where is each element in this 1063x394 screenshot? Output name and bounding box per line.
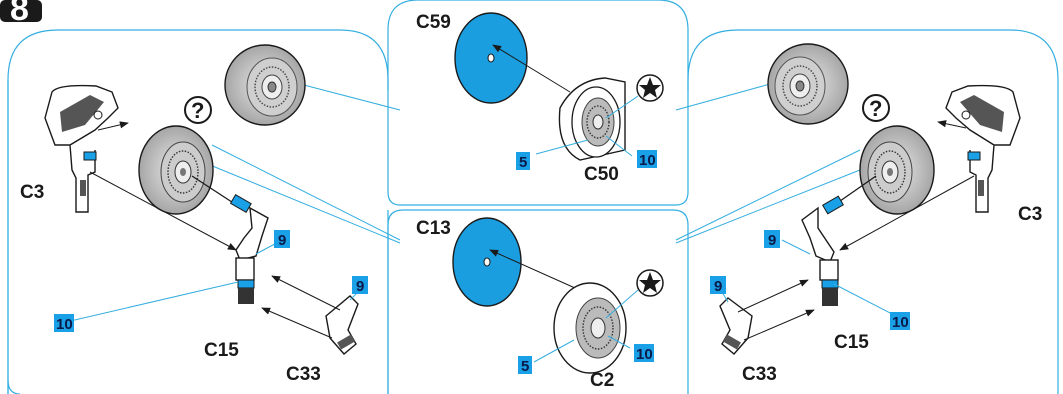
- star-icon: [636, 269, 664, 297]
- badge: 10: [637, 150, 657, 169]
- left-panel-frame-right: [7, 80, 389, 394]
- left-panel-frame: [7, 29, 389, 394]
- label-c59: C59: [416, 12, 451, 33]
- grey-disc: [859, 125, 935, 215]
- svg-text:5: 5: [521, 358, 529, 375]
- label-c15: C15: [834, 332, 869, 353]
- top-center-frame: [387, 0, 689, 206]
- question-icon: [184, 96, 212, 124]
- badge: 9: [764, 230, 780, 249]
- badge: 9: [274, 230, 290, 249]
- left-panel: ?: [20, 44, 368, 385]
- step-number: 8: [10, 0, 29, 28]
- question-icon: [862, 94, 890, 122]
- svg-text:10: 10: [639, 152, 656, 169]
- arrow: [743, 309, 815, 341]
- label-c13: C13: [416, 218, 451, 239]
- question-text: ?: [191, 98, 204, 123]
- lead-line: [675, 83, 771, 111]
- lead-line: [605, 95, 639, 119]
- lead-line: [211, 144, 401, 241]
- svg-text:5: 5: [519, 154, 527, 171]
- top-center-panel: 5 10 C59 C50: [416, 12, 664, 185]
- clip-c33: [325, 295, 359, 355]
- arrow: [271, 275, 341, 311]
- lead-line: [535, 139, 589, 155]
- label-c3: C3: [20, 182, 44, 203]
- question-disc: [767, 43, 849, 125]
- label-c3: C3: [1018, 204, 1042, 225]
- bottom-center-frame: [387, 209, 689, 394]
- right-panel-frame: [687, 29, 1059, 394]
- shaft-c15: [191, 175, 269, 304]
- badge: 5: [518, 356, 532, 375]
- svg-text:10: 10: [892, 314, 909, 331]
- cap-c50: [558, 77, 626, 161]
- clip-c33: [719, 297, 753, 355]
- step-badge: 8: [0, 0, 42, 28]
- arrow: [89, 171, 237, 251]
- lead-line: [65, 281, 239, 323]
- label-c50: C50: [584, 164, 619, 185]
- arrow: [492, 44, 571, 93]
- lead-line: [605, 289, 639, 319]
- arrow: [839, 175, 975, 251]
- label-c15: C15: [204, 340, 239, 361]
- lead-line: [607, 335, 631, 349]
- svg-text:9: 9: [356, 278, 364, 295]
- lead-line: [209, 164, 401, 244]
- lead-line: [299, 83, 401, 111]
- lead-line: [675, 149, 861, 241]
- arrow: [261, 307, 333, 339]
- lead-line: [605, 135, 633, 157]
- lead-line: [533, 339, 575, 363]
- question-text: ?: [869, 96, 882, 121]
- lead-line: [781, 239, 811, 255]
- label-c33: C33: [742, 364, 777, 385]
- disc-c2: [553, 282, 627, 374]
- svg-text:9: 9: [768, 232, 776, 249]
- badge: 10: [634, 344, 654, 363]
- arrow: [737, 279, 809, 313]
- question-disc: [224, 44, 306, 126]
- star-icon: [636, 74, 664, 102]
- badge: 10: [54, 314, 74, 333]
- lead-line: [833, 283, 897, 317]
- badge: 9: [352, 276, 368, 295]
- bracket-c3: [945, 84, 1021, 213]
- arrow: [97, 121, 129, 131]
- label-c2: C2: [590, 370, 614, 391]
- lead-line: [675, 167, 866, 244]
- shaft-c15: [801, 175, 877, 306]
- badge: 10: [890, 312, 910, 331]
- label-c33: C33: [286, 364, 321, 385]
- grey-disc: [138, 125, 214, 215]
- svg-text:10: 10: [56, 316, 73, 333]
- left-panel-frame-bottom: [7, 379, 21, 394]
- right-panel: ?: [710, 43, 1042, 385]
- arrow: [489, 249, 576, 289]
- badge: 5: [516, 152, 530, 171]
- svg-text:9: 9: [278, 232, 286, 249]
- bottom-center-panel: 5 10 C13 C2: [416, 217, 664, 391]
- svg-text:9: 9: [714, 278, 722, 295]
- badge: 9: [710, 276, 726, 295]
- bracket-c3: [44, 84, 119, 213]
- arrow: [937, 120, 967, 129]
- svg-text:10: 10: [636, 346, 653, 363]
